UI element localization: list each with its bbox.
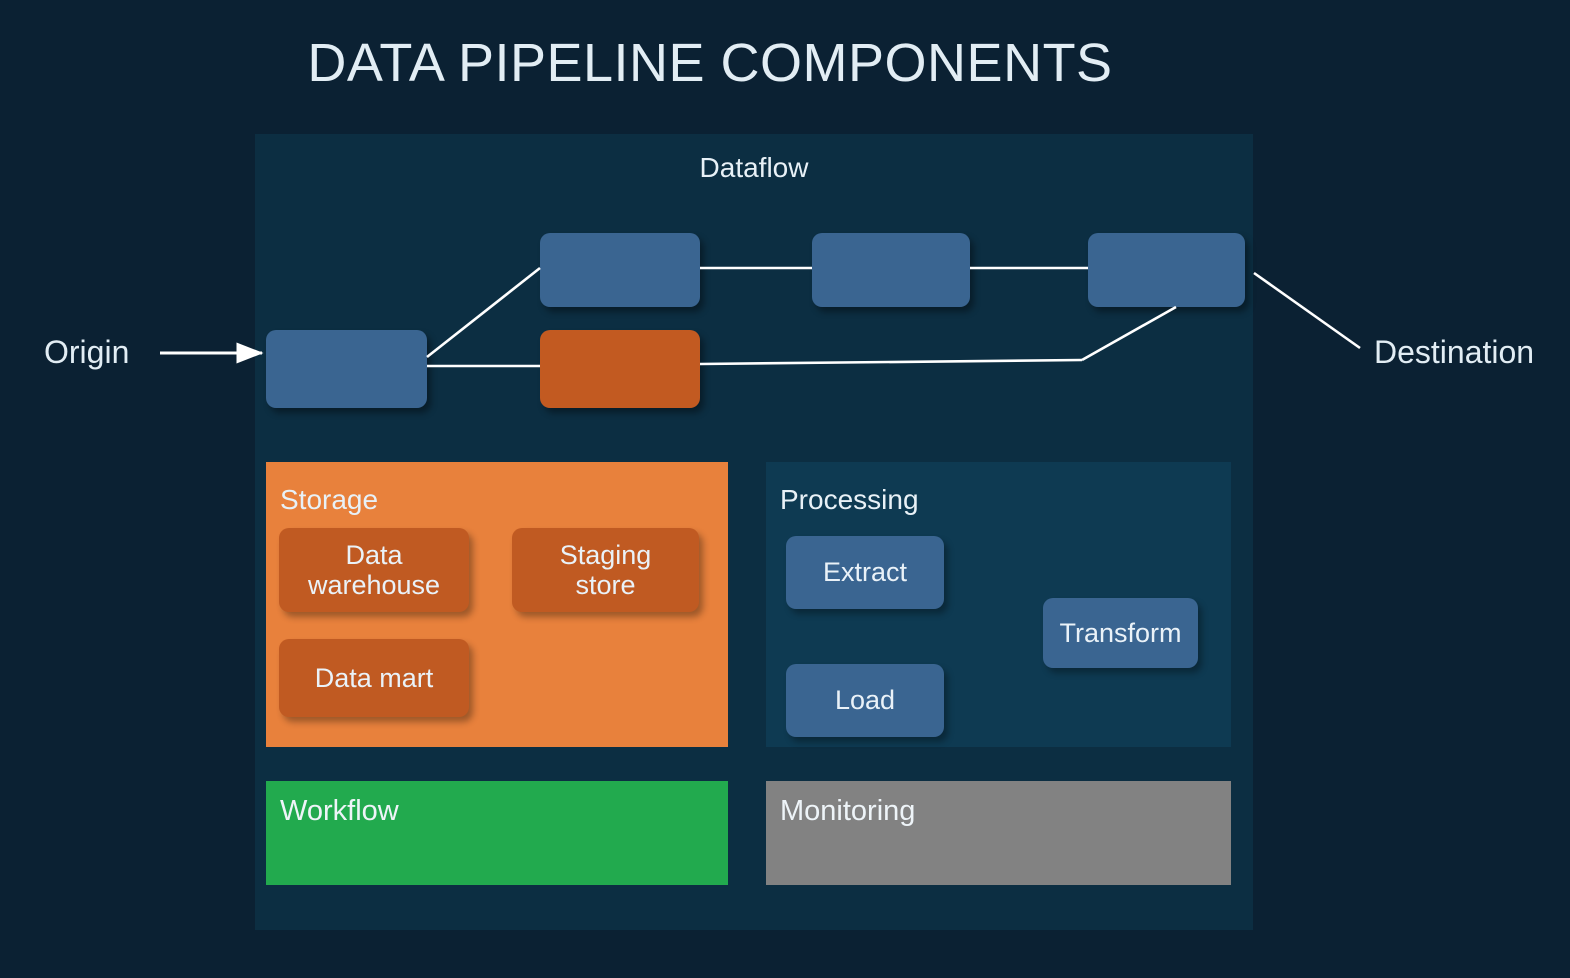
processing-item-extract[interactable]: Extract — [786, 536, 944, 609]
flow-node-branch-low[interactable] — [540, 330, 700, 408]
processing-item-label: Transform — [1059, 617, 1182, 648]
flow-node-stage-four[interactable] — [1088, 233, 1245, 307]
processing-item-label: Extract — [822, 557, 908, 588]
processing-caption: Processing — [780, 484, 919, 515]
flow-node-branch-top[interactable] — [540, 233, 700, 307]
storage-item-label: Data warehouse — [307, 539, 441, 600]
dataflow-caption: Dataflow — [699, 152, 809, 183]
processing-panel: Processing Extract Load Transform — [766, 462, 1231, 747]
storage-panel: Storage Data warehouse Staging store Dat… — [266, 462, 728, 747]
flow-node-stage-three[interactable] — [812, 233, 970, 307]
processing-item-load[interactable]: Load — [786, 664, 944, 737]
workflow-bar[interactable]: Workflow — [266, 781, 728, 885]
storage-item-data-mart[interactable]: Data mart — [279, 639, 469, 717]
storage-caption: Storage — [280, 484, 379, 515]
origin-label: Origin — [44, 334, 130, 370]
storage-item-staging-store[interactable]: Staging store — [512, 528, 699, 612]
processing-item-transform[interactable]: Transform — [1043, 598, 1198, 668]
storage-item-label: Data mart — [314, 662, 434, 693]
connector-stage-four-to-destination — [1253, 271, 1361, 350]
monitoring-bar[interactable]: Monitoring — [766, 781, 1231, 885]
page-title: DATA PIPELINE COMPONENTS — [307, 33, 1113, 93]
destination-label: Destination — [1374, 334, 1535, 370]
processing-item-label: Load — [834, 685, 896, 716]
flow-node-source[interactable] — [266, 330, 427, 408]
storage-item-data-warehouse[interactable]: Data warehouse — [279, 528, 469, 612]
storage-item-label: Staging store — [559, 539, 652, 600]
